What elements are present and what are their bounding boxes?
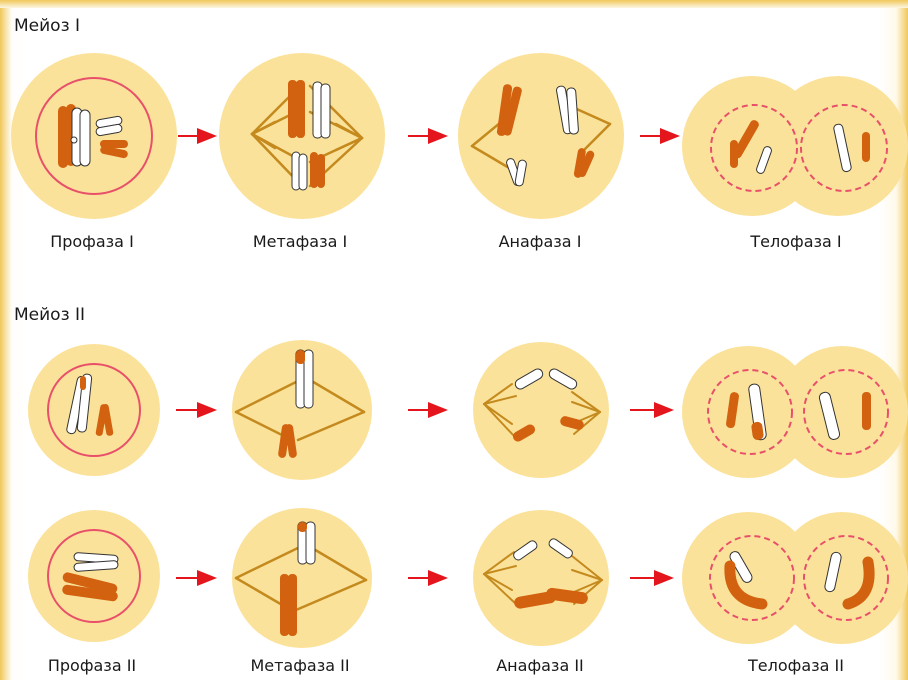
cell-anaphase-2-b bbox=[473, 510, 609, 646]
chromosome-orange-icon bbox=[280, 574, 289, 636]
cell-metaphase-1 bbox=[219, 53, 385, 219]
cell-anaphase-2-a bbox=[473, 342, 609, 478]
label-telophase-2: Телофаза II bbox=[706, 656, 886, 675]
cell-telophase-2-a bbox=[682, 346, 908, 478]
label-anaphase-2: Анафаза II bbox=[450, 656, 630, 675]
cell-metaphase-2-a bbox=[232, 340, 372, 480]
chromosome-white-icon bbox=[296, 350, 313, 408]
cell-telophase-2-b bbox=[682, 512, 908, 644]
label-anaphase-1: Анафаза I bbox=[450, 232, 630, 251]
label-prophase-1: Профаза I bbox=[2, 232, 182, 251]
label-metaphase-1: Метафаза I bbox=[210, 232, 390, 251]
cell-prophase-2-b bbox=[28, 510, 160, 642]
chromosome-orange-icon bbox=[862, 392, 871, 430]
bivalent-large-icon bbox=[58, 104, 90, 168]
cell-prophase-2-a bbox=[28, 344, 160, 476]
chromosome-orange-icon bbox=[862, 132, 870, 162]
cell-metaphase-2-b bbox=[232, 508, 372, 648]
cell-telophase-1 bbox=[682, 76, 908, 216]
label-prophase-2: Профаза II bbox=[2, 656, 182, 675]
cell-anaphase-1 bbox=[458, 53, 624, 219]
label-metaphase-2: Метафаза II bbox=[210, 656, 390, 675]
cell-prophase-1 bbox=[11, 53, 177, 219]
label-telophase-1: Телофаза I bbox=[706, 232, 886, 251]
